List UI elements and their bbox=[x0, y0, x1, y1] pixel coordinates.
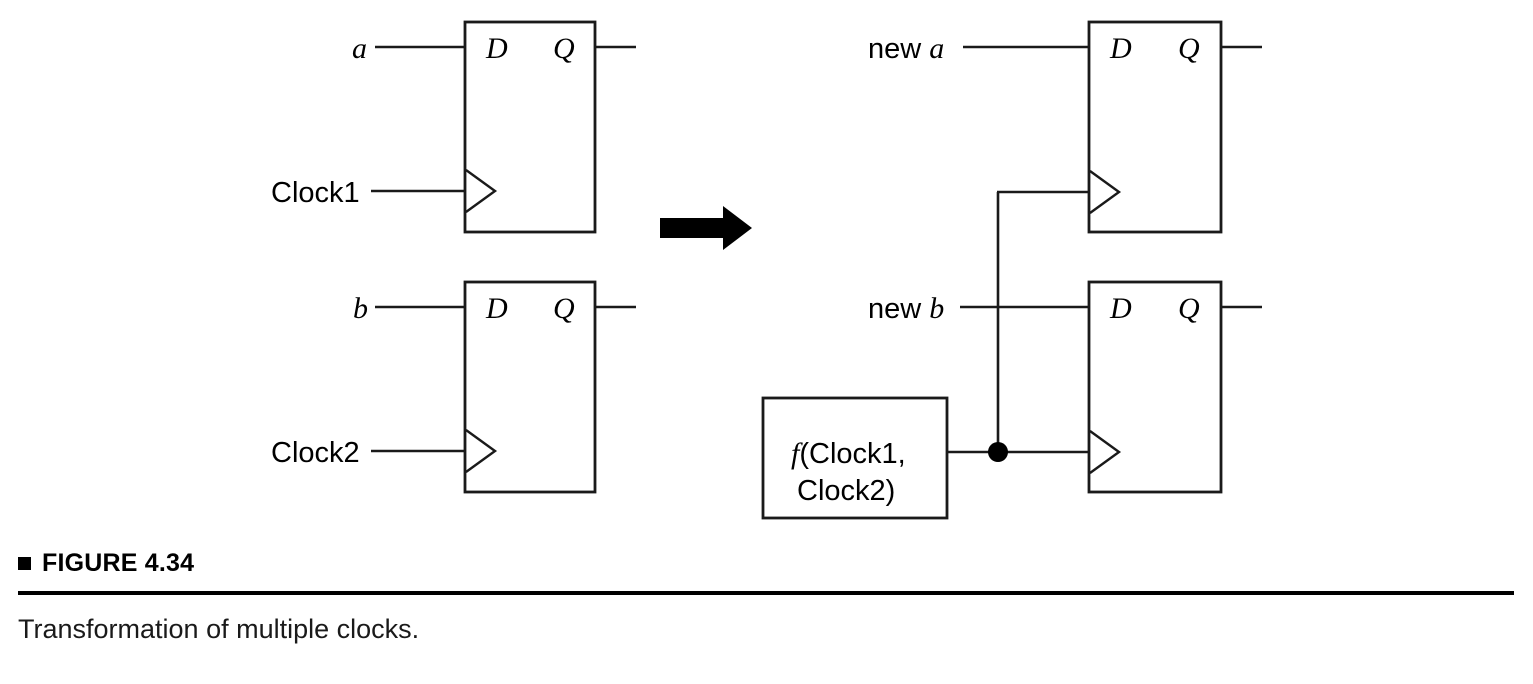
clock-triangle-icon bbox=[1089, 170, 1122, 214]
clock-function-line1: f(Clock1, bbox=[791, 437, 906, 470]
clock-triangle-icon bbox=[465, 169, 498, 213]
flipflop-b-box bbox=[463, 280, 597, 494]
transform-arrow-icon bbox=[660, 206, 752, 250]
flipflop-new-b: D Q new b bbox=[868, 280, 1262, 494]
clock-triangle-icon bbox=[465, 429, 498, 473]
signal-label-new-a: new a bbox=[868, 32, 944, 65]
wire-junction-dot-icon bbox=[988, 442, 1008, 462]
clock-bus bbox=[946, 190, 1090, 462]
flipflop-a-d-label: D bbox=[485, 32, 508, 65]
flipflop-new-a-q-label: Q bbox=[1178, 32, 1200, 65]
flipflop-a: D Q a Clock1 bbox=[271, 20, 636, 234]
flipflop-a-box bbox=[463, 20, 597, 234]
flipflop-b-d-label: D bbox=[485, 292, 508, 325]
black-square-bullet-icon bbox=[18, 556, 31, 570]
clock-function-line2: Clock2) bbox=[797, 475, 895, 507]
signal-label-b: b bbox=[353, 292, 368, 325]
flipflop-new-b-d-label: D bbox=[1109, 292, 1132, 325]
signal-label-a: a bbox=[352, 32, 367, 65]
caption-divider-rule bbox=[18, 591, 1514, 595]
flipflop-b: D Q b Clock2 bbox=[271, 280, 636, 494]
flipflop-b-q-label: Q bbox=[553, 292, 575, 325]
clock-function-box: f(Clock1, Clock2) bbox=[761, 396, 949, 520]
signal-label-new-b: new b bbox=[868, 292, 944, 325]
flipflop-new-a: D Q new a bbox=[868, 20, 1262, 234]
flipflop-new-b-q-label: Q bbox=[1178, 292, 1200, 325]
flipflop-a-q-label: Q bbox=[553, 32, 575, 65]
signal-label-clock1: Clock1 bbox=[271, 177, 360, 209]
clock-triangle-icon bbox=[1089, 430, 1122, 474]
figure-number-line: FIGURE 4.34 bbox=[18, 548, 1514, 578]
figure-caption-text: Transformation of multiple clocks. bbox=[18, 614, 420, 644]
clock-function-box-outline bbox=[761, 396, 949, 520]
signal-label-clock2: Clock2 bbox=[271, 437, 360, 469]
figure-number-label: FIGURE 4.34 bbox=[42, 549, 195, 577]
figure-caption-block: FIGURE 4.34 Transformation of multiple c… bbox=[18, 548, 1514, 646]
flipflop-new-a-d-label: D bbox=[1109, 32, 1132, 65]
